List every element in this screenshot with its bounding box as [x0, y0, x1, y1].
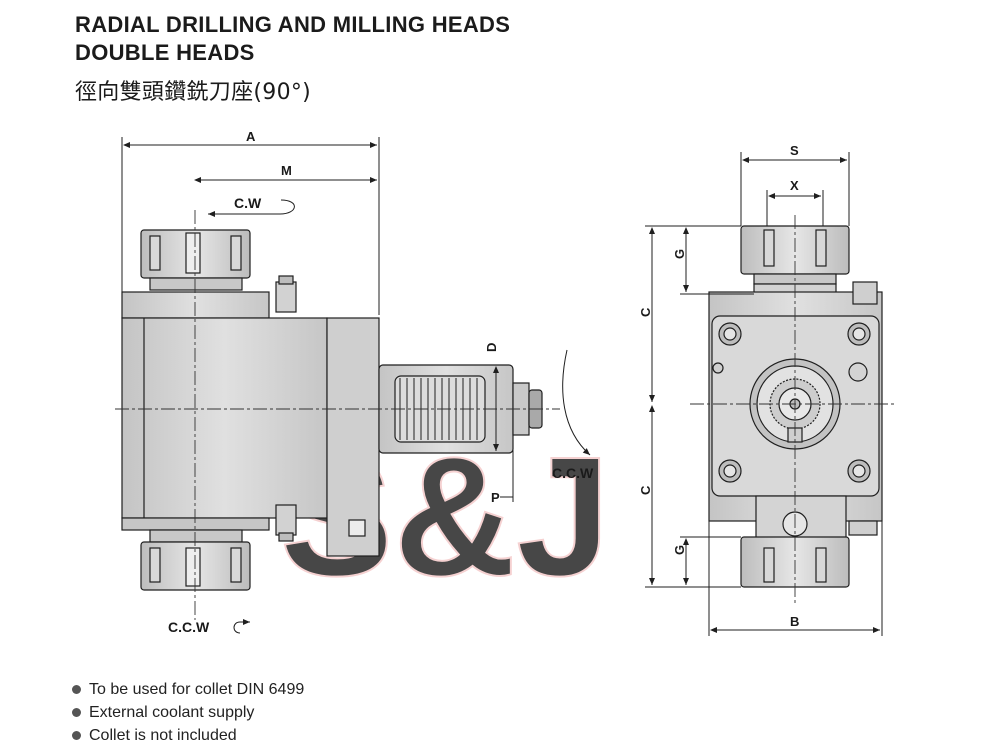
- dimension-A: [121, 137, 380, 320]
- bullet-icon: [72, 731, 81, 740]
- dimension-C-G-vertical: [645, 225, 754, 588]
- label-B: B: [790, 614, 799, 629]
- rotation-top-arrow-icon: [208, 199, 295, 217]
- label-C-top: C: [638, 307, 653, 317]
- note-text: To be used for collet DIN 6499: [89, 680, 305, 698]
- dimension-X: [766, 190, 824, 226]
- label-G-top: G: [672, 249, 687, 259]
- rotation-top-label: C.W: [234, 195, 262, 211]
- dimension-S: [740, 152, 850, 226]
- label-C-bottom: C: [638, 485, 653, 495]
- notes-list: To be used for collet DIN 6499 External …: [72, 678, 304, 747]
- note-text: External coolant supply: [89, 703, 255, 721]
- note-text: Collet is not included: [89, 726, 237, 744]
- label-G-bottom: G: [672, 545, 687, 555]
- rotation-right-label: C.C.W: [552, 465, 594, 481]
- label-P: P: [491, 490, 500, 505]
- bullet-icon: [72, 685, 81, 694]
- dimension-B: [708, 521, 883, 636]
- note-item: External coolant supply: [72, 701, 304, 724]
- label-S: S: [790, 143, 799, 158]
- title-line-3-chinese: 徑向雙頭鑽銑刀座(90°): [75, 80, 312, 105]
- title-line-2: DOUBLE HEADS: [75, 40, 255, 65]
- dimension-P: [500, 445, 514, 502]
- side-view: [115, 210, 560, 620]
- note-item: To be used for collet DIN 6499: [72, 678, 304, 701]
- label-D: D: [484, 343, 499, 352]
- note-item: Collet is not included: [72, 724, 304, 747]
- dimension-D: [483, 364, 500, 454]
- rotation-bottom-label: C.C.W: [168, 619, 210, 635]
- label-M: M: [281, 163, 292, 178]
- label-A: A: [246, 129, 256, 144]
- bullet-icon: [72, 708, 81, 717]
- front-view: [690, 215, 895, 605]
- title-line-1: RADIAL DRILLING AND MILLING HEADS: [75, 12, 511, 37]
- label-X: X: [790, 178, 799, 193]
- rotation-bottom-arrow-icon: [233, 619, 250, 634]
- rotation-right-arrow-icon: [562, 349, 591, 456]
